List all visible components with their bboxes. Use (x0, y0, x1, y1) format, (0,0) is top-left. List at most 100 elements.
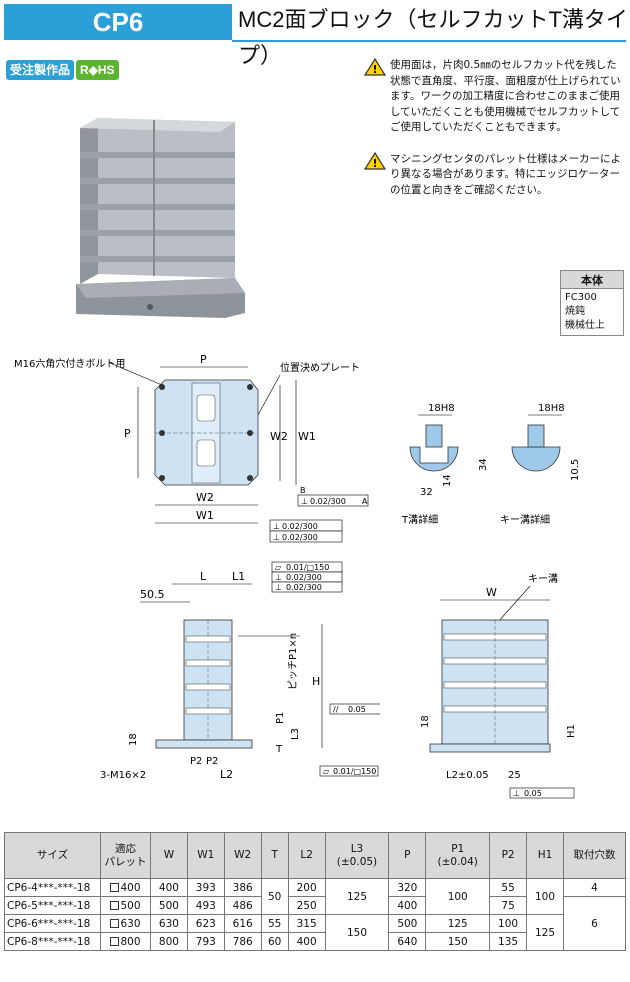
cell-w1: 393 (186, 878, 225, 897)
key-slot-label-side: キー溝 (528, 572, 558, 585)
cell-w2: 786 (223, 932, 262, 951)
dim-p1: P1 (275, 712, 286, 724)
svg-text:▱: ▱ (275, 563, 282, 572)
plate-label: 位置決めプレート (280, 361, 360, 374)
svg-text:!: ! (372, 157, 377, 170)
cell-w2: 616 (223, 914, 262, 933)
pallet-square-icon (110, 883, 120, 892)
pallet-square-icon (110, 919, 120, 928)
cell-pallet-value: 500 (120, 899, 141, 912)
dim-w2-bottom: W2 (196, 491, 214, 504)
datum-b: B (300, 486, 306, 495)
dim-18-side: 18 (420, 715, 431, 728)
svg-text:⊥: ⊥ (275, 573, 282, 582)
slot-detail-drawing: 18H8 34 14 32 T溝詳細 18H8 10.5 キー溝詳細 (401, 403, 581, 526)
dim-l: L (200, 570, 207, 583)
cell-w: 630 (150, 914, 188, 933)
svg-text:⊥: ⊥ (273, 533, 280, 542)
bolt-label: M16六角穴付きボルト用 (14, 357, 125, 370)
cell-pallet-value: 630 (120, 917, 141, 930)
material-item: FC300 (565, 292, 597, 303)
cell-w2: 386 (223, 878, 262, 897)
cell-p1: 125 (425, 914, 491, 933)
dim-w2-right: W2 (270, 430, 288, 443)
notes: ! 使用面は，片肉0.5㎜のセルフカット代を残した状態で直角度、平行度、面粗度が… (364, 58, 626, 214)
rohs-badge: R◆HS (76, 60, 119, 80)
tol-perp-b: 0.02/300 (286, 583, 322, 592)
cell-p2: 135 (489, 932, 528, 951)
tol-b2: 0.02/300 (282, 533, 318, 542)
cell-pallet: 400 (100, 878, 151, 897)
t-slot-h14: 14 (442, 474, 453, 487)
cell-w1: 493 (186, 896, 225, 915)
table-row: CP6-6***-***-18 630 630 623 616 55 315 1… (4, 914, 626, 951)
dim-l3: L3 (290, 728, 301, 740)
key-slot-h105: 10.5 (570, 459, 581, 481)
col-w1: W1 (186, 832, 225, 879)
cell-pallet: 500 (100, 896, 151, 915)
cell-w1: 623 (186, 914, 225, 933)
col-t: T (260, 832, 289, 879)
cell-h1: 125 (526, 914, 564, 951)
t-slot-width: 18H8 (428, 403, 455, 414)
spec-table: サイズ 適応 パレット W W1 W2 T L2 L3 (±0.05) P P1… (4, 832, 626, 951)
material-table: 本体 FC300 焼鈍 機械仕上 (560, 270, 624, 336)
col-p2: P2 (489, 832, 528, 879)
cell-w: 500 (150, 896, 188, 915)
cell-l2: 400 (287, 932, 326, 951)
cell-pallet: 630 (100, 914, 151, 933)
dim-h1: H1 (566, 724, 577, 738)
cell-p2: 100 (489, 914, 528, 933)
t-slot-h34: 34 (478, 458, 489, 471)
tol-flatness-2: 0.01/□150 (333, 767, 376, 776)
product-image (76, 118, 245, 318)
cell-p: 400 (388, 896, 427, 915)
col-l3-label: L3 (±0.05) (336, 842, 378, 868)
warning-icon: ! (364, 58, 386, 76)
col-w2: W2 (223, 832, 262, 879)
col-p: P (388, 832, 427, 879)
tol-parallel: 0.05 (348, 705, 366, 714)
table-row: CP6-5***-***-18 500 500 493 486 250 400 … (4, 896, 626, 951)
dim-w1-right: W1 (298, 430, 316, 443)
key-slot-label: キー溝詳細 (500, 513, 550, 526)
cell-p: 640 (388, 932, 427, 951)
datum-a: A (362, 497, 368, 506)
title-underline (232, 40, 626, 42)
cell-l2: 200 (287, 878, 326, 897)
col-l2: L2 (287, 832, 326, 879)
note-2-text: マシニングセンタのパレット仕様はメーカーにより異なる場合があります。特にエッジロ… (390, 152, 621, 196)
cell-p1: 100 (425, 878, 491, 915)
dim-w: W (486, 586, 497, 599)
cell-holes: 6 (563, 896, 626, 951)
note-1: ! 使用面は，片肉0.5㎜のセルフカット代を残した状態で直角度、平行度、面粗度が… (364, 58, 626, 136)
cell-p: 500 (388, 914, 427, 933)
cell-l2: 315 (287, 914, 326, 933)
svg-text:⊥: ⊥ (273, 522, 280, 531)
dim-h: H (312, 675, 320, 688)
dim-w1-bottom: W1 (196, 509, 214, 522)
dim-l1: L1 (232, 570, 245, 583)
note-1-text: 使用面は，片肉0.5㎜のセルフカット代を残した状態で直角度、平行度、面粗度が仕上… (390, 59, 621, 133)
note-2: ! マシニングセンタのパレット仕様はメーカーにより異なる場合があります。特にエッ… (364, 151, 626, 199)
t-slot-w32: 32 (420, 487, 433, 498)
tol-perp-a: 0.02/300 (286, 573, 322, 582)
col-h1: H1 (526, 832, 564, 879)
tol-perp-side: 0.05 (524, 789, 542, 798)
dim-25: 25 (508, 770, 521, 781)
dim-p-left: P (124, 427, 131, 440)
col-pallet: 適応 パレット (100, 832, 151, 879)
cell-p1: 150 (425, 932, 491, 951)
material-item: 焼鈍 (565, 306, 585, 317)
cell-size: CP6-5***-***-18 (4, 896, 101, 915)
tol-flatness: 0.01/□150 (286, 563, 329, 572)
material-cell: FC300 焼鈍 機械仕上 (560, 288, 624, 336)
svg-text:⊥: ⊥ (301, 497, 308, 506)
t-slot-label: T溝詳細 (401, 513, 438, 526)
dim-p-top: P (200, 353, 207, 366)
cell-p2: 75 (489, 896, 528, 915)
svg-text://: // (333, 705, 339, 714)
top-view-drawing: M16六角穴付きボルト用 位置決めプレート P P W2 W1 W2 W1 ⊥ … (14, 353, 369, 543)
cell-pallet: 800 (100, 932, 151, 951)
cell-w: 800 (150, 932, 188, 951)
